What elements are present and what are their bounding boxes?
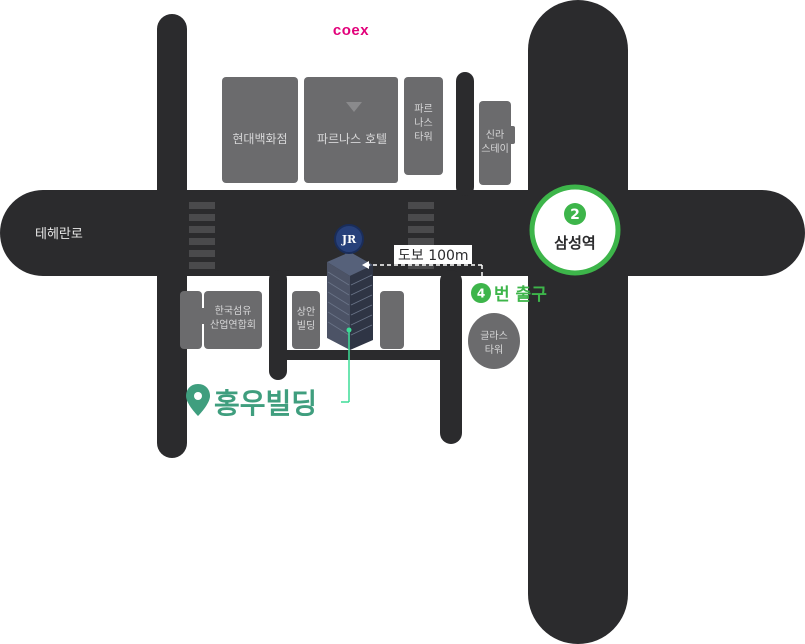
arrow-left-icon [362,261,369,269]
side-road-left [269,270,287,380]
building-label: 상안 [297,306,315,318]
building-small-right [380,291,404,349]
vertical-road-left [157,14,187,458]
jr-logo-icon [334,224,364,254]
walk-distance: 도보 100m [398,248,469,264]
line-number: 2 [570,207,580,223]
building-sangan: 상안 빌딩 [292,291,320,349]
building-label: 나스 [414,117,432,129]
building-label: 현대백화점 [232,132,287,146]
road-name-label: 테헤란로 [35,227,83,242]
hotel-marker-icon [346,102,362,112]
building-label: 타워 [485,343,503,356]
target-building-icon: JR [327,224,373,403]
vertical-road-mid [456,72,474,196]
exit-number-icon [471,283,491,303]
building-korea-fiber: 한국섬유 산업연합회 [199,291,262,349]
station-marker: 2 삼성역 [529,184,621,276]
target-building-name: 홍우빌딩 [214,387,317,420]
building-label: 글라스 [480,330,508,342]
building-hyundai: 현대백화점 [222,77,298,183]
building-label: 산업연합회 [210,318,256,331]
station-name: 삼성역 [554,234,595,252]
crosswalk-left [189,202,215,269]
building-parnas-tower: 파르 나스 타워 [404,77,443,175]
exit-number: 4 [477,287,485,301]
building-parnas-hotel: 파르나스 호텔 [304,77,398,183]
building-small-left [180,291,202,349]
building-label: 한국섬유 [215,305,252,317]
building-shilla-stay: 신라 스테이 [479,101,515,185]
building-label: 파르나스 호텔 [317,132,387,146]
vertical-road-main [528,0,628,644]
side-road-horizontal [270,350,462,360]
exit-marker: 4 번 출구 [471,283,547,305]
building-glass-tower: 글라스 타워 [468,313,520,369]
building-label: 타워 [414,130,432,143]
jr-logo-text: JR [341,233,357,246]
coex-logo: coex [333,22,369,39]
exit-label: 번 출구 [494,285,547,305]
walk-route: 도보 100m [362,245,483,283]
building-label: 스테이 [481,143,509,155]
target-label: 홍우빌딩 [186,384,317,420]
building-label: 빌딩 [297,320,315,332]
building-label: 신라 [486,129,504,141]
line-2-icon [564,203,586,225]
building-label: 파르 [414,103,432,115]
